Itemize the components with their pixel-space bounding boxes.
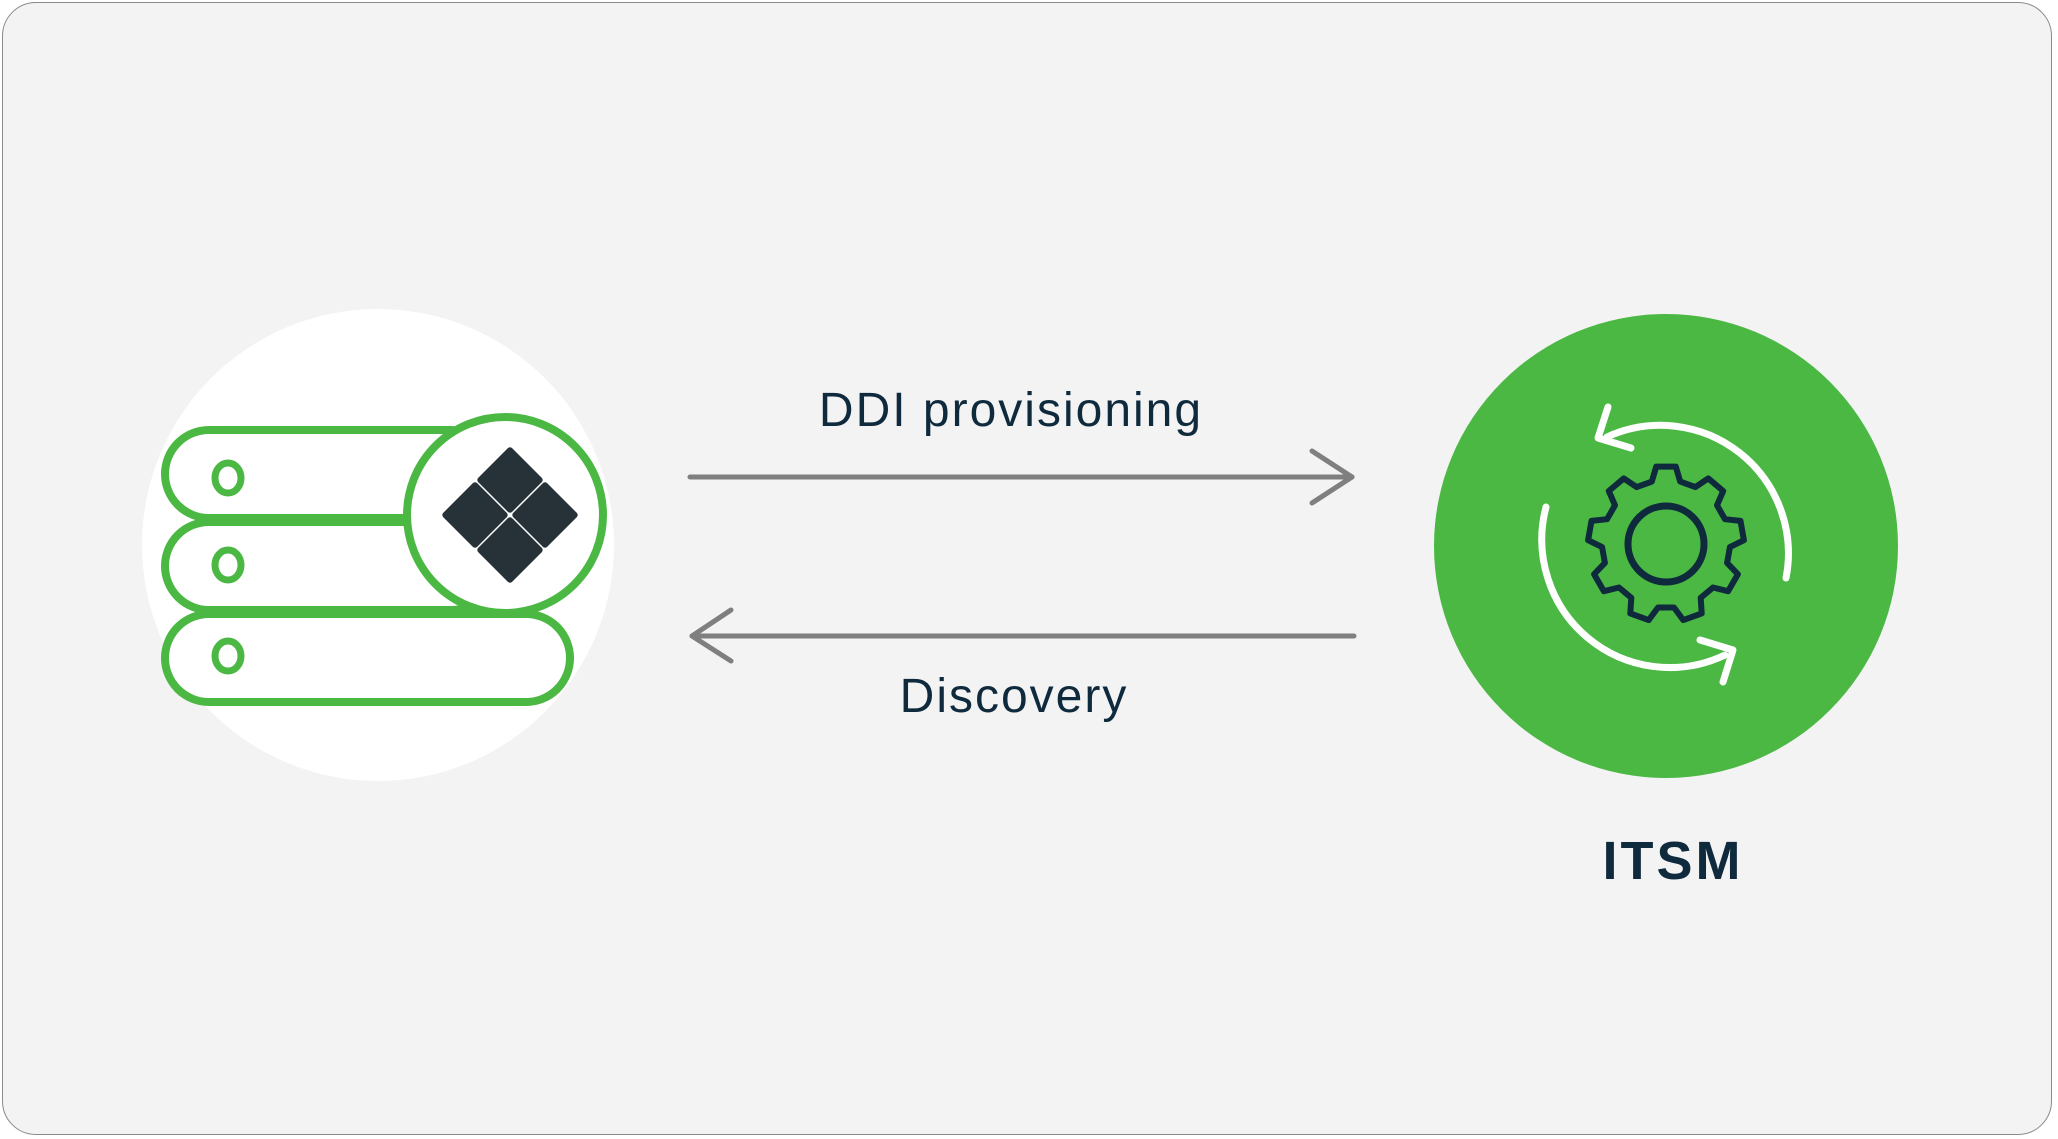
- discovery-arrow: [689, 607, 1357, 664]
- server-unit-3: [161, 610, 574, 706]
- windows-diamond-logo-icon: [442, 447, 578, 583]
- ddi-server-node: [142, 309, 614, 781]
- provisioning-arrow: [687, 448, 1355, 506]
- gear-icon: [1585, 463, 1747, 624]
- gear-outline: [1585, 463, 1747, 624]
- discovery-arrowhead: [689, 607, 734, 664]
- windows-badge: [403, 413, 607, 617]
- server-led-1: [211, 459, 245, 497]
- itsm-node: [1434, 314, 1898, 778]
- discovery-label: Discovery: [899, 670, 1129, 723]
- provisioning-label: DDI provisioning: [818, 384, 1204, 437]
- provisioning-arrowhead: [1309, 448, 1355, 506]
- itsm-label: ITSM: [1602, 831, 1744, 891]
- gear-hub: [1624, 502, 1708, 586]
- itsm-node-background: [1434, 314, 1898, 778]
- cycle-arrows-icon: [1538, 403, 1792, 686]
- server-led-3: [211, 637, 245, 675]
- gear-cycle-icon: [1538, 403, 1792, 686]
- server-led-2: [211, 546, 245, 584]
